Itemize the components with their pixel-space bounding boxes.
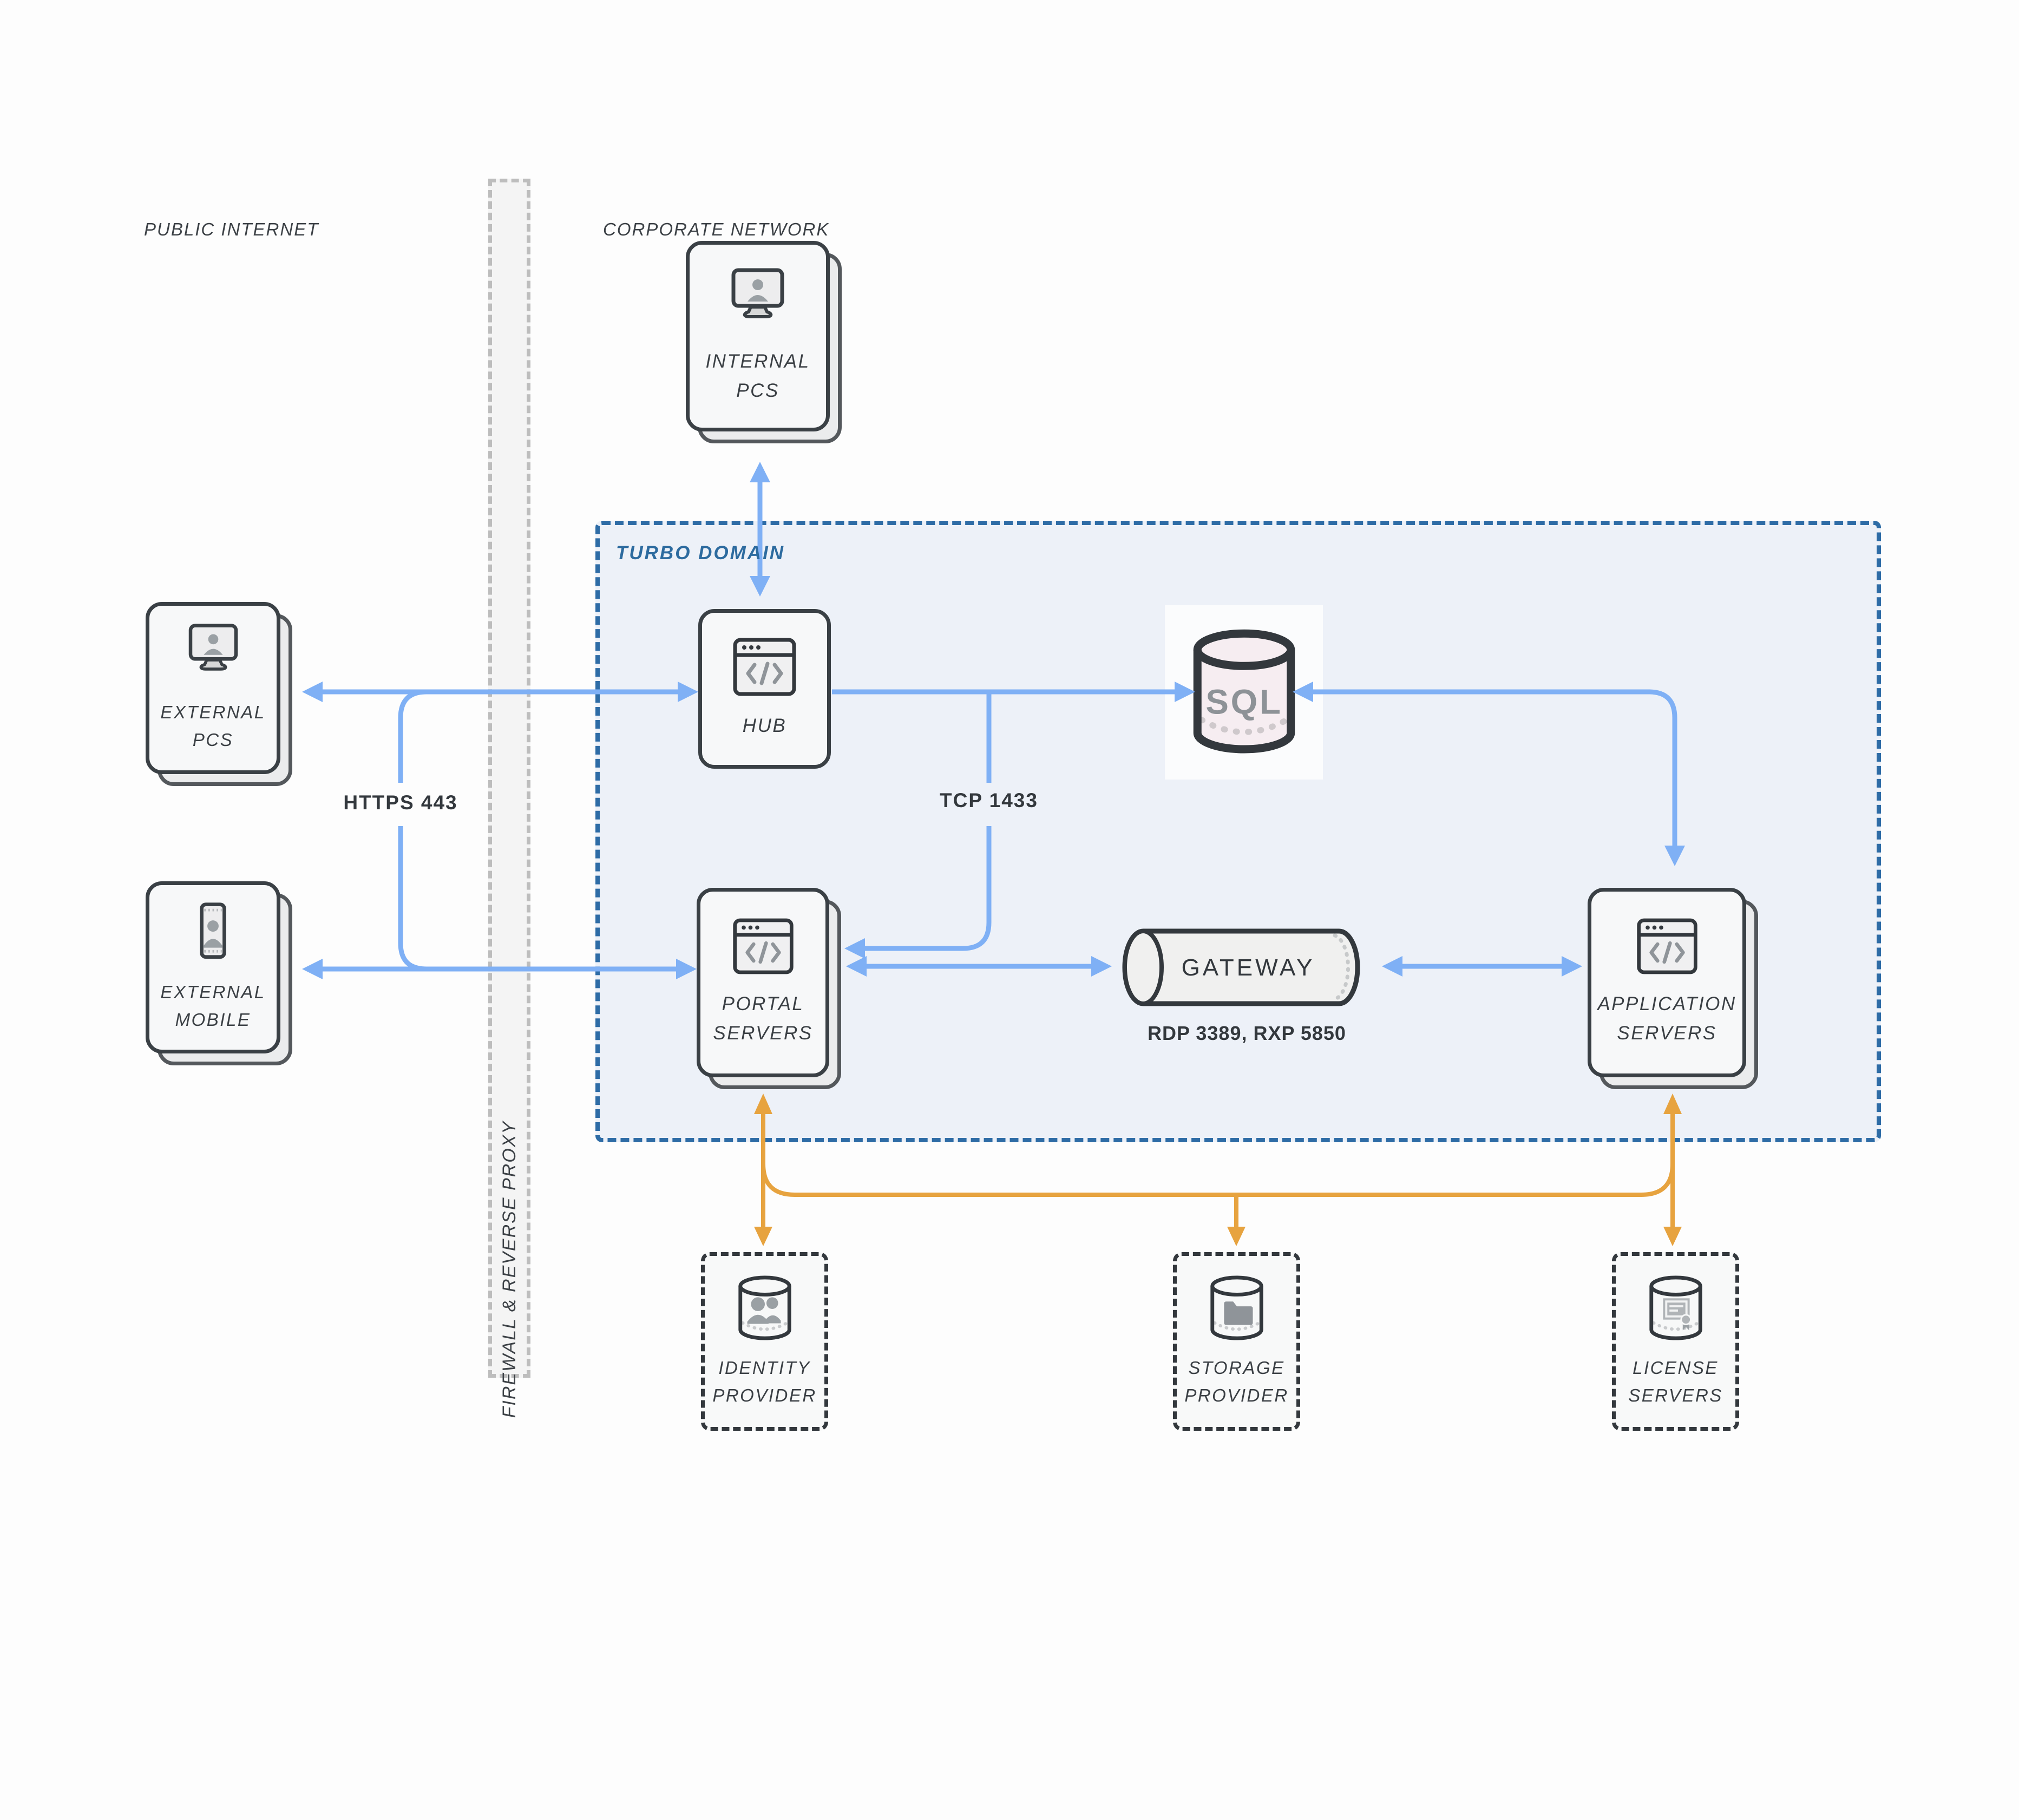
node-label: STORAGE PROVIDER	[1184, 1357, 1289, 1405]
gateway-ports-label: RDP 3389, RXP 5850	[1148, 1022, 1346, 1044]
node-application-servers: APPLICATION SERVERS	[1588, 888, 1758, 1089]
monitor-user-icon	[188, 624, 238, 671]
mobile-user-icon	[200, 902, 226, 959]
firewall-strip	[488, 179, 530, 1378]
node-label: PORTAL SERVERS	[713, 993, 813, 1044]
node-internal-pcs: INTERNAL PCS	[686, 241, 842, 443]
node-portal-servers: PORTAL SERVERS	[697, 888, 841, 1089]
node-label: HUB	[742, 715, 787, 737]
public-internet-label: PUBLIC INTERNET	[144, 219, 319, 239]
tcp-port-label: TCP 1433	[940, 789, 1038, 811]
node-external-mobile: EXTERNAL MOBILE	[146, 881, 292, 1065]
orange-connection-lines	[761, 1114, 1675, 1227]
node-identity-provider: IDENTITY PROVIDER	[701, 1252, 828, 1431]
node-label: IDENTITY PROVIDER	[712, 1357, 817, 1405]
monitor-user-icon	[731, 268, 784, 318]
sql-label: SQL	[1205, 682, 1282, 721]
node-label: INTERNAL PCS	[705, 350, 810, 401]
pipe-cylinder-icon: GATEWAY	[1122, 928, 1360, 1006]
corporate-network-label: CORPORATE NETWORK	[603, 219, 830, 239]
browser-code-icon	[733, 638, 796, 696]
node-license-servers: LICENSE SERVERS	[1612, 1252, 1739, 1431]
blue-arrowheads	[302, 462, 1685, 979]
turbo-domain-label: TURBO DOMAIN	[616, 542, 785, 564]
database-cylinder-icon: SQL	[1193, 629, 1295, 754]
folder-database-icon	[1210, 1275, 1263, 1340]
orange-arrowheads	[754, 1094, 1682, 1246]
users-database-icon	[738, 1275, 791, 1340]
https-port-label: HTTPS 443	[343, 791, 458, 814]
certificate-database-icon	[1649, 1275, 1702, 1340]
firewall-label: FIREWALL & REVERSE PROXY	[499, 1121, 520, 1418]
node-label: EXTERNAL MOBILE	[160, 981, 266, 1030]
node-label: LICENSE SERVERS	[1628, 1357, 1723, 1405]
node-label: EXTERNAL PCS	[160, 702, 266, 750]
node-hub: HUB	[698, 609, 831, 769]
blue-connection-lines	[323, 482, 1677, 972]
gateway-label: GATEWAY	[1182, 954, 1315, 981]
browser-code-icon	[732, 918, 794, 974]
browser-code-icon	[1636, 918, 1697, 974]
node-gateway: GATEWAY	[1118, 927, 1375, 1008]
node-external-pcs: EXTERNAL PCS	[146, 602, 292, 786]
node-label: APPLICATION SERVERS	[1597, 993, 1736, 1044]
node-storage-provider: STORAGE PROVIDER	[1173, 1252, 1300, 1431]
